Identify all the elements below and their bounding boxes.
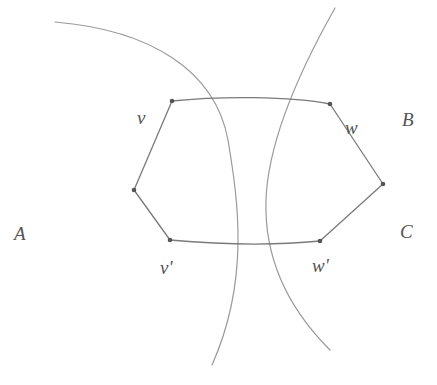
vertex-dot xyxy=(170,99,175,104)
vertex-label: v' xyxy=(160,258,173,277)
vertex-dot xyxy=(168,238,173,243)
cycle-edge xyxy=(172,98,330,104)
vertex-label: w xyxy=(345,118,358,137)
cycle-edge xyxy=(320,184,383,241)
vertex-label: C xyxy=(400,222,413,241)
vertex-dot xyxy=(381,182,386,187)
boundary-curve xyxy=(266,8,335,350)
cycle-edge xyxy=(134,101,172,190)
region-label: A xyxy=(14,224,26,243)
cycle-edge xyxy=(170,240,320,244)
region-label: B xyxy=(402,110,414,129)
vertex-label: w' xyxy=(312,256,329,275)
vertex-dot xyxy=(132,188,137,193)
vertex-dot xyxy=(328,102,333,107)
boundary-curve xyxy=(55,22,238,365)
vertex-dot xyxy=(318,239,323,244)
cycle-edge xyxy=(330,104,383,184)
cycle-edge xyxy=(134,190,170,240)
vertex-label: v xyxy=(137,108,145,127)
